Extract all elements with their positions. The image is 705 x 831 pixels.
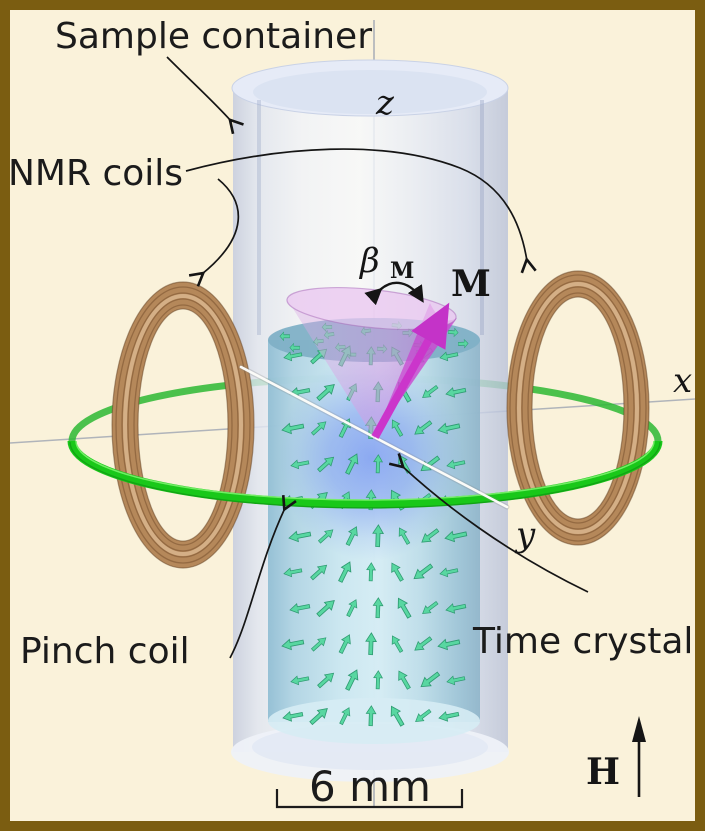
coil-strand: [521, 286, 635, 530]
field-direction: H: [586, 716, 646, 797]
leader-sample-container: [166, 56, 244, 135]
leader-pinch-coil: [229, 495, 297, 659]
leader-time-crystal: [388, 453, 589, 593]
beta-angle-arrow: [364, 281, 424, 306]
label-beta: β: [358, 241, 380, 281]
container-top-inner: [253, 70, 487, 114]
leader-nmr-coil-right: [185, 148, 537, 274]
label-nmr-coils: NMR coils: [8, 153, 183, 194]
coil-highlight: [123, 294, 243, 556]
coil-strand: [127, 298, 239, 552]
pinch-coil-ring: [67, 440, 663, 509]
coil-strand: [509, 274, 647, 542]
coil-strand: [115, 286, 251, 564]
coil-torus: [506, 270, 650, 546]
label-sample-container: Sample container: [55, 16, 372, 57]
leader-nmr-coil-left: [188, 178, 240, 287]
pinch-coil-strand: [75, 440, 655, 501]
coil-highlight: [517, 282, 639, 534]
label-axis-z: z: [375, 83, 395, 123]
pinch-coil-strand: [69, 441, 661, 509]
magnetization-arrow: [371, 302, 450, 439]
sample-bottom: [268, 698, 480, 744]
label-magnetization: M: [451, 263, 491, 305]
coil-strand: [133, 304, 233, 546]
label-field-h: H: [586, 751, 620, 793]
field-arrow-head: [632, 716, 646, 742]
label-pinch-coil: Pinch coil: [20, 631, 190, 672]
coil-strand: [515, 280, 641, 536]
pinch-coil-front-arc: [67, 440, 663, 509]
coil-strand: [527, 292, 629, 524]
label-axis-x: x: [673, 361, 692, 401]
scale-bar-label: 6 mm: [309, 762, 431, 811]
scale-bar-bracket: [275, 789, 464, 809]
label-beta-subscript: M: [390, 258, 414, 284]
nmr-coil-right: [506, 270, 650, 546]
label-axis-y: y: [514, 515, 536, 555]
magnon-blob: [278, 355, 464, 561]
scale-bar: 6 mm: [275, 762, 464, 811]
label-time-crystal: Time crystal: [472, 621, 693, 662]
coil-strand: [121, 292, 245, 558]
